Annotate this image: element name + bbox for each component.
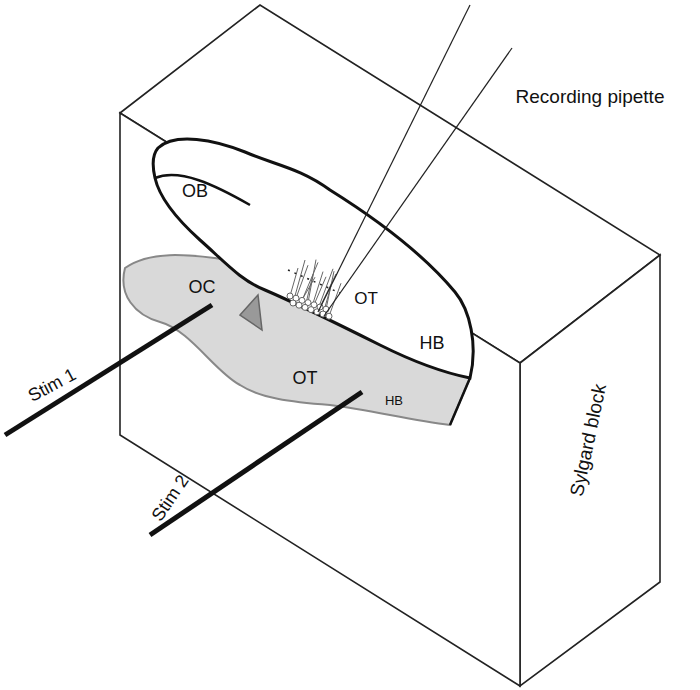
- sylgard-block: [120, 5, 660, 686]
- part-label: Recording pipette: [516, 87, 665, 106]
- recording-pipette: [318, 5, 512, 316]
- neurons: [287, 260, 341, 320]
- region-label: HB: [419, 334, 444, 352]
- stim-electrode: [150, 392, 362, 535]
- part-label: Stim 2: [148, 472, 191, 524]
- region-label: OT: [354, 290, 378, 307]
- ob-boundary: [155, 175, 250, 205]
- stim-electrode: [5, 305, 212, 435]
- brain-top-surface: [153, 139, 473, 378]
- optic-chiasm: [240, 295, 262, 330]
- region-label: OB: [182, 182, 208, 200]
- layer-line: [288, 270, 340, 293]
- region-label: OC: [189, 278, 216, 296]
- region-label: OT: [293, 369, 318, 387]
- slice-edge: [450, 378, 470, 425]
- part-label: Stim 1: [25, 365, 78, 405]
- region-label: HB: [385, 394, 403, 407]
